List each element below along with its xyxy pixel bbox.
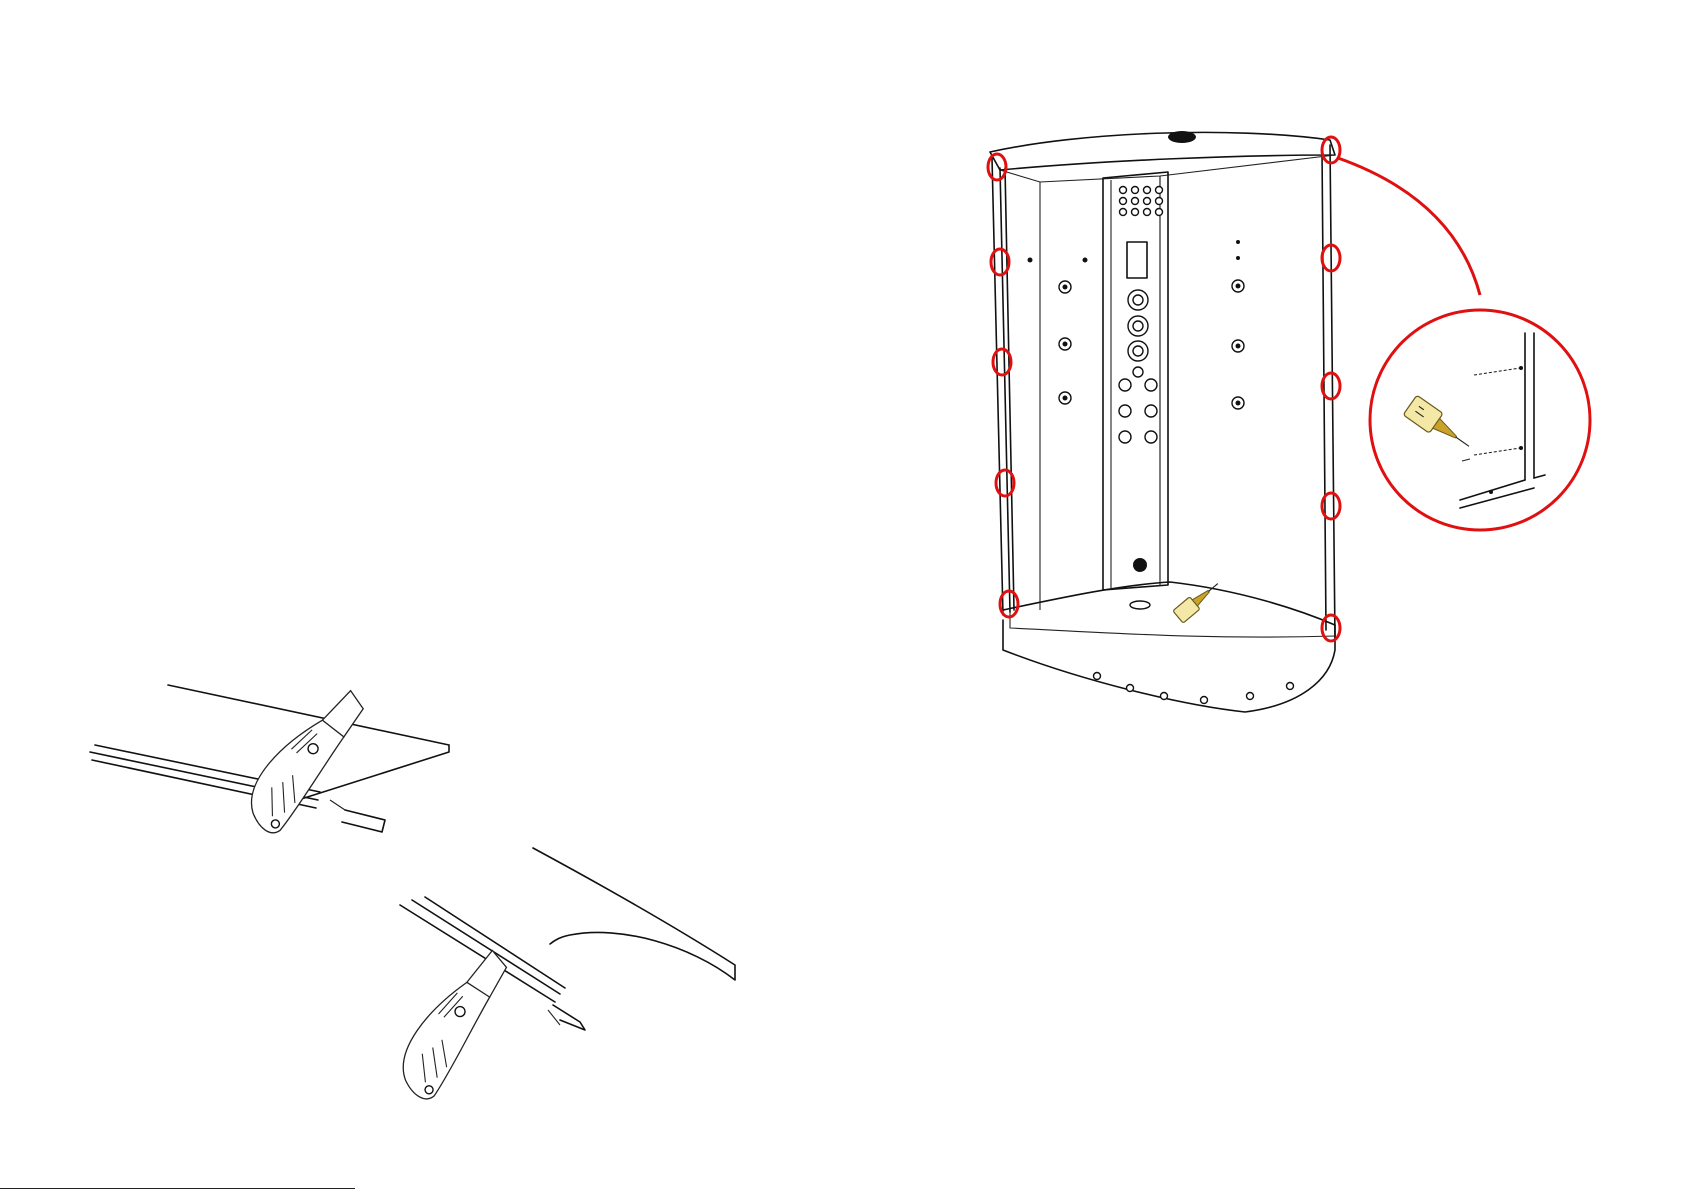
body-jets-right — [1232, 240, 1244, 409]
detail-leader-line — [1338, 158, 1480, 295]
sealant-tube-icon — [1173, 577, 1223, 623]
shower-head-grid — [1120, 187, 1163, 216]
utility-knife-icon — [376, 951, 540, 1105]
sealing-detail-callout — [1370, 310, 1590, 530]
sealant-tube-icon — [1403, 395, 1476, 456]
shower-cabin-assembly — [990, 131, 1335, 712]
hand-shower-outlet — [1133, 558, 1147, 572]
drain — [1130, 601, 1150, 609]
control-knobs — [1119, 290, 1157, 443]
footnote-rule — [0, 1188, 355, 1189]
body-jets-left — [1028, 258, 1088, 405]
control-display — [1127, 242, 1147, 278]
